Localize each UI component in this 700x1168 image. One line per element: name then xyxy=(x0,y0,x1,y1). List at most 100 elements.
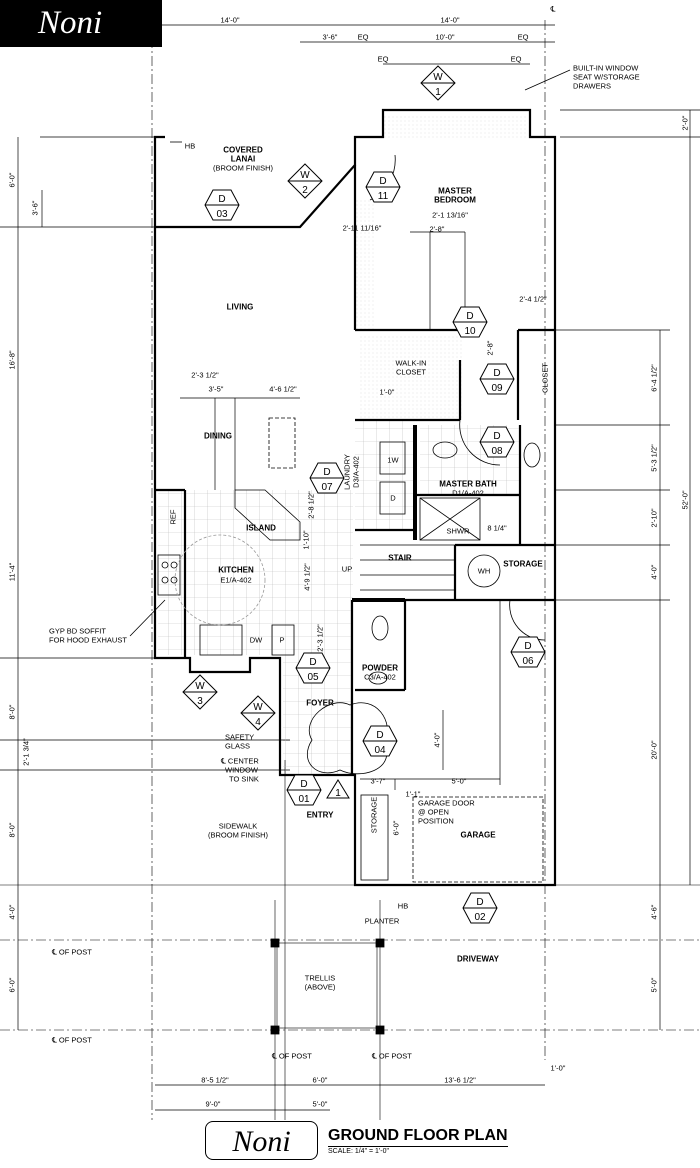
note-soffit: GYP BD SOFFIT xyxy=(49,626,106,636)
svg-text:D: D xyxy=(524,641,531,652)
svg-text:D: D xyxy=(376,730,383,741)
svg-text:D: D xyxy=(309,657,316,668)
dim-top: 3'-6" xyxy=(322,32,338,42)
door-tag-01: D01 xyxy=(286,774,322,806)
sidewalk-note: (BROOM FINISH) xyxy=(208,830,268,840)
note-garage-door: POSITION xyxy=(418,816,454,826)
note-center-window: ℄ CENTER xyxy=(221,756,259,766)
shower-label: SHWR xyxy=(446,526,470,536)
dim-inner: 2'-1 13/16" xyxy=(432,210,468,220)
room-label-entry: ENTRY xyxy=(306,810,334,820)
trellis-label: TRELLIS xyxy=(304,973,336,983)
room-label-lanai: COVERED xyxy=(223,145,263,155)
window-tag-1: W1 xyxy=(420,65,456,101)
room-label-storage: STORAGE xyxy=(503,559,543,569)
driveway-label: DRIVEWAY xyxy=(457,954,499,964)
svg-text:08: 08 xyxy=(491,446,503,457)
dim-right: 2'-10" xyxy=(649,508,659,528)
dim-left: 3'-6" xyxy=(30,200,40,216)
dim-left: 2'-1 3/4" xyxy=(21,738,31,766)
svg-text:11: 11 xyxy=(378,191,389,202)
dim-top: EQ xyxy=(377,54,389,64)
dim-bottom: 9'-0" xyxy=(205,1099,221,1109)
dim-inner: 2'-4 1/2" xyxy=(519,294,547,304)
svg-text:D: D xyxy=(323,467,330,478)
room-label-lanai: LANAI xyxy=(230,154,256,164)
svg-text:D: D xyxy=(466,311,473,322)
svg-text:D: D xyxy=(493,431,500,442)
dim-left: 16'-8" xyxy=(7,350,17,370)
dim-inner: 2'-3 1/2" xyxy=(191,370,219,380)
room-ref-laundry: D3/A-402 xyxy=(351,456,361,488)
svg-text:D: D xyxy=(476,897,483,908)
room-label-dining: DINING xyxy=(204,431,232,441)
note-safety-glass: SAFETY xyxy=(225,732,255,742)
room-note-lanai: (BROOM FINISH) xyxy=(213,163,273,173)
dim-inner: 2'-8 1/2" xyxy=(306,491,316,519)
dim-right: 4'-6" xyxy=(649,904,659,920)
svg-text:02: 02 xyxy=(474,912,486,923)
dim-top: 10'-0" xyxy=(435,32,455,42)
centerline-mark: ℄ xyxy=(550,4,556,14)
note-center-window: WINDOW xyxy=(225,765,258,775)
note-window-seat: SEAT W/STORAGE xyxy=(573,72,640,82)
post-centerline-label: ℄ OF POST xyxy=(272,1051,312,1061)
dim-inner: 3'-5" xyxy=(208,384,224,394)
dim-inner: 2'-3 1/2" xyxy=(315,624,325,652)
svg-text:10: 10 xyxy=(464,326,476,337)
up-label: UP xyxy=(341,564,353,574)
note-center-window: TO SINK xyxy=(229,774,259,784)
dim-inner: 6'-0" xyxy=(391,820,401,836)
svg-text:09: 09 xyxy=(491,383,503,394)
door-tag-11: D11 xyxy=(365,171,401,203)
dim-left: 6'-0" xyxy=(7,977,17,993)
dim-left: 8'-0" xyxy=(7,704,17,720)
ref-label: REF xyxy=(168,509,178,525)
dim-left: 4'-0" xyxy=(7,904,17,920)
room-label-walkin: WALK-IN xyxy=(395,358,427,368)
note-garage-door: @ OPEN xyxy=(418,807,449,817)
svg-text:W: W xyxy=(253,702,263,713)
room-label-foyer: FOYER xyxy=(306,698,334,708)
dim-left: 11'-4" xyxy=(7,562,17,582)
svg-text:03: 03 xyxy=(216,209,228,220)
window-tag-3: W3 xyxy=(182,674,218,710)
post-centerline-label: ℄ OF POST xyxy=(372,1051,412,1061)
dim-bottom: 13'-6 1/2" xyxy=(444,1075,476,1085)
island-label: ISLAND xyxy=(246,523,276,533)
note-window-seat: BUILT-IN WINDOW xyxy=(573,63,639,73)
door-tag-10: D 10 xyxy=(452,306,488,338)
dim-top: 14'-0" xyxy=(440,15,460,25)
room-label-living: LIVING xyxy=(226,302,254,312)
dim-top: EQ xyxy=(510,54,522,64)
room-label-master: BEDROOM xyxy=(434,195,476,205)
door-tag-02: D 02 xyxy=(462,892,498,924)
post-centerline-label: ℄ OF POST xyxy=(52,947,92,957)
grid-lines xyxy=(0,20,700,1120)
dim-right: 52'-0" xyxy=(680,490,690,510)
post-centerline-label: ℄ OF POST xyxy=(52,1035,92,1045)
dim-left: 6'-0" xyxy=(7,172,17,188)
dim-inner: 2'-8" xyxy=(485,340,495,356)
room-label-kitchen: KITCHEN xyxy=(218,565,254,575)
dimension-lines xyxy=(0,24,700,1111)
dryer-label: D xyxy=(390,493,396,503)
room-label-bath: MASTER BATH xyxy=(439,479,497,489)
dim-inner: 1'-10" xyxy=(301,530,311,550)
svg-text:07: 07 xyxy=(321,482,333,493)
hose-bib-label: HB xyxy=(184,141,196,151)
dim-inner: 3'-7" xyxy=(370,776,386,786)
sidewalk-label: SIDEWALK xyxy=(218,821,258,831)
dim-right: 1'-0" xyxy=(550,1063,566,1073)
dim-inner: 5'-0" xyxy=(451,776,467,786)
door-tag-04: D04 xyxy=(362,725,398,757)
svg-text:1: 1 xyxy=(435,87,441,98)
room-label-garage-storage: STORAGE xyxy=(369,796,379,834)
svg-text:W: W xyxy=(195,681,205,692)
dim-top: 14'-0" xyxy=(220,15,240,25)
door-tag-09: D 09 xyxy=(479,363,515,395)
svg-text:D: D xyxy=(493,368,500,379)
svg-text:3: 3 xyxy=(197,696,203,707)
svg-text:4: 4 xyxy=(255,717,261,728)
